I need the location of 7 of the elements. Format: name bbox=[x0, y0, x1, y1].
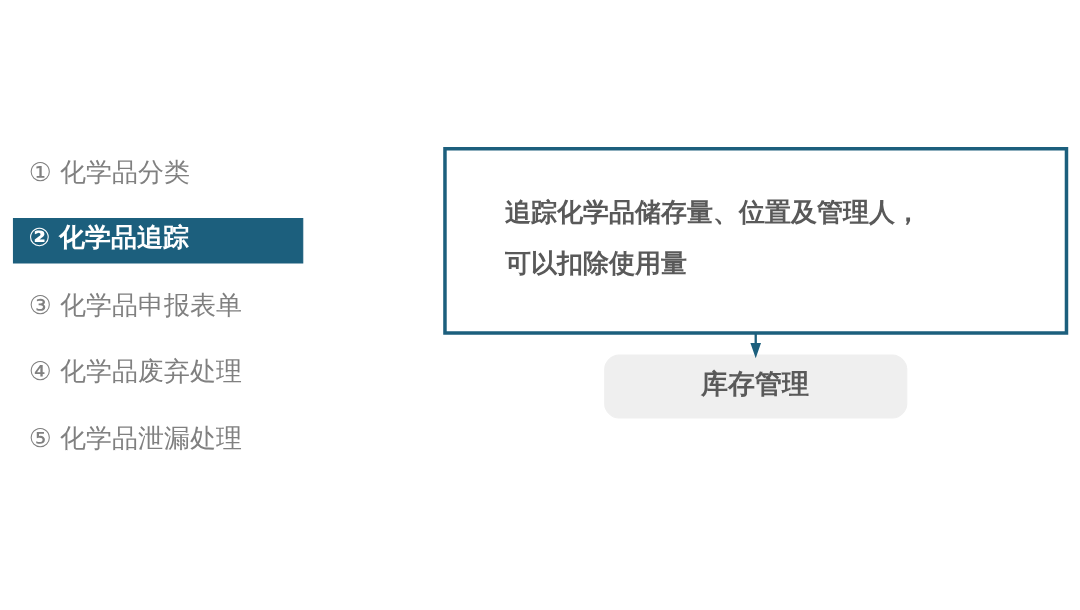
label: ③ 化学品申报表单 bbox=[28, 289, 242, 320]
node-box: ② 化学品追踪 bbox=[12, 217, 304, 264]
node-box: 追踪化学品储存量、位置及管理人，可以扣除使用量 bbox=[443, 146, 1069, 335]
label: ⑤ 化学品泄漏处理 bbox=[28, 422, 242, 453]
label: ④ 化学品废弃处理 bbox=[28, 355, 242, 386]
node-box: 库存管理 bbox=[604, 353, 908, 419]
label: ① 化学品分类 bbox=[28, 156, 190, 187]
